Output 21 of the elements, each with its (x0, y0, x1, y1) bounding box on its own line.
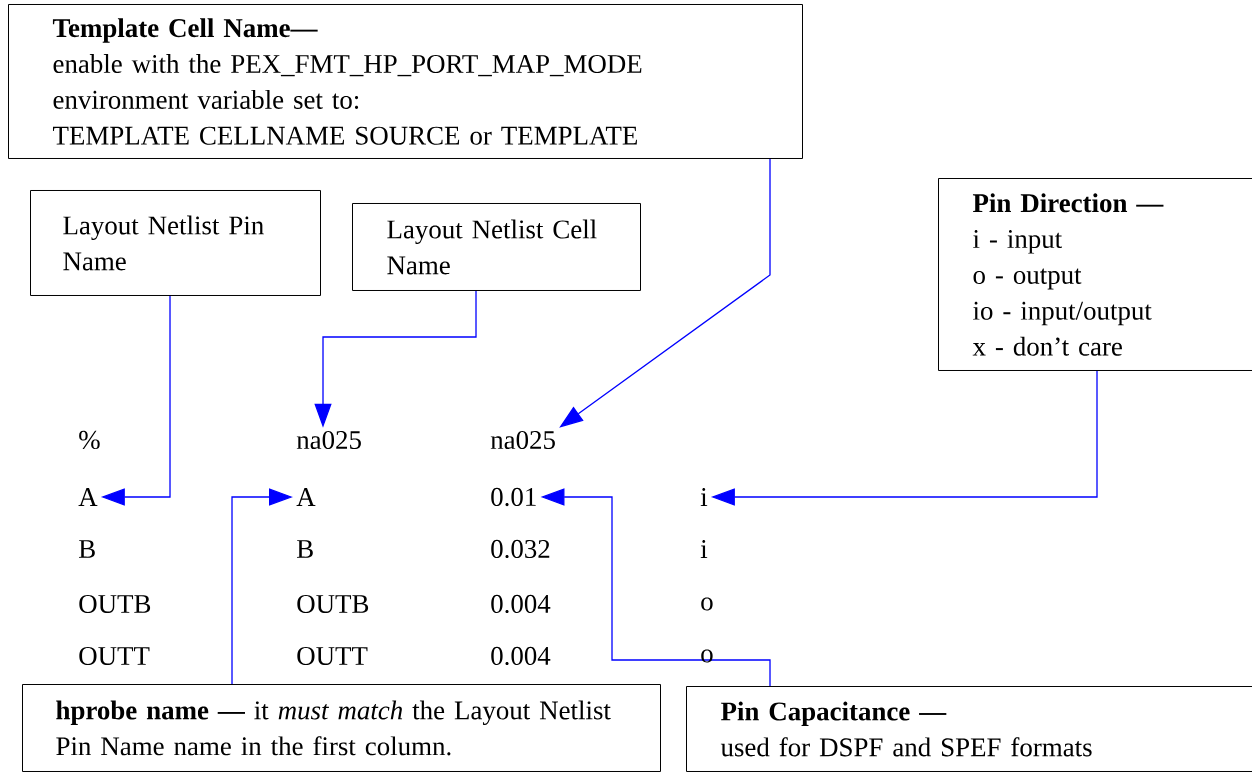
table-entry: i (700, 488, 708, 506)
callout-box: hprobe name — it must match the Layout Netlist Pin Name name in the first column. (22, 684, 661, 772)
callout-box: Pin Capacitance — used for DSPF and SPEF formats (686, 686, 1252, 772)
table-entry: % (79, 430, 100, 450)
table-entry: B (79, 540, 95, 558)
callout-box: Pin Direction — i - input o - output io - input/output x - don’t care (938, 178, 1252, 371)
table-entry: B (297, 540, 313, 558)
callout-box: Layout Netlist Pin Name (30, 190, 321, 296)
table-entry: 0.032 (491, 539, 550, 559)
table-entry: 0.01 (491, 487, 536, 507)
callout-box: Template Cell Name— enable with the PEX_FMT_HP_PORT_MAP_MODE environment variable set to: TEMPLATE CELLNAME SOURCE or TEMPLATE (8, 4, 803, 159)
table-entry: o (701, 597, 713, 611)
callout-box: Layout Netlist Cell Name (352, 203, 641, 291)
table-entry: 0.004 (491, 594, 551, 614)
table-entry: A (296, 488, 316, 506)
table-entry: i (700, 540, 708, 558)
table-entry: A (78, 488, 98, 506)
table-entry: OUTB (297, 594, 369, 614)
table-entry: OUTB (79, 594, 151, 614)
table-entry: na025 (296, 430, 361, 450)
table-entry: na025 (490, 430, 555, 450)
